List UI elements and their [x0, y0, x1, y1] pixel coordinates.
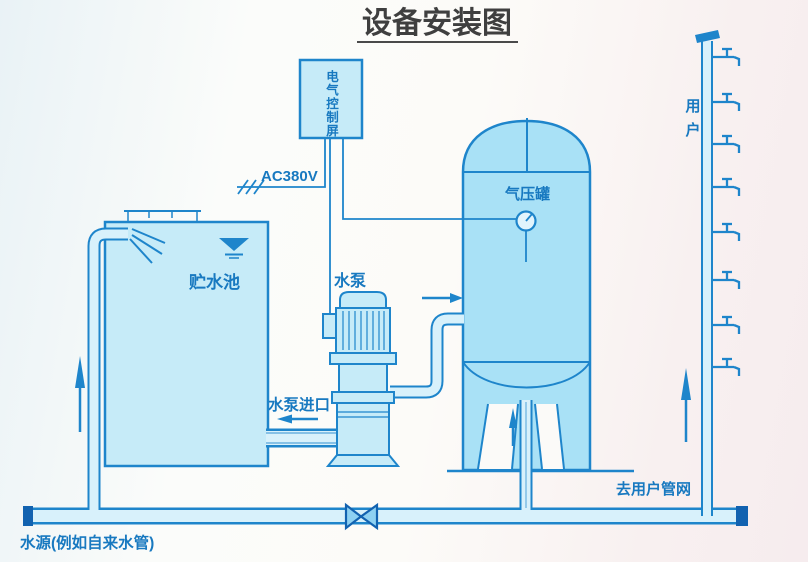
faucet-icon — [711, 47, 741, 68]
water-pump: 水泵 — [322, 271, 401, 467]
motor-terminal-box — [322, 313, 337, 339]
faucet-icon — [711, 222, 741, 243]
flow-arrow-up-tank-icon — [509, 408, 517, 446]
faucet-icon — [711, 270, 741, 291]
pipe-left-cap — [23, 506, 33, 526]
pump-discharge-pipe — [390, 312, 464, 399]
control-panel: 电气控制屏 — [298, 58, 364, 140]
user-faucets — [711, 47, 741, 378]
faucet-icon — [711, 134, 741, 155]
pipe-right-cap — [736, 506, 748, 526]
to-user-network-label: 去用户管网 — [616, 480, 691, 498]
source-to-tank-pipe — [87, 227, 128, 510]
flow-arrow-up-riser-icon — [681, 368, 691, 442]
bottom-main-pipe — [23, 506, 748, 526]
pressure-tank-label: 气压罐 — [504, 185, 550, 203]
pressure-gauge-icon — [515, 210, 537, 262]
faucet-icon — [711, 357, 741, 378]
riser-top-cap — [695, 30, 720, 43]
water-source-label: 水源(例如自来水管) — [20, 533, 154, 552]
pump-inlet-label: 水泵进口 — [268, 395, 330, 414]
control-wiring: AC380V — [237, 138, 516, 314]
pump-inlet-callout: 水泵进口 — [268, 395, 330, 424]
gate-valve-icon — [344, 502, 379, 531]
power-label: AC380V — [261, 168, 318, 185]
motor-fins — [342, 311, 385, 350]
water-level-icon — [219, 238, 249, 259]
faucet-icon — [711, 315, 741, 336]
user-riser-pipe — [695, 30, 720, 516]
pressure-tank: 气压罐 — [461, 118, 592, 472]
three-phase-marks-icon — [237, 179, 265, 195]
spray-icon — [129, 228, 166, 264]
pump-label: 水泵 — [334, 271, 366, 290]
storage-tank: 贮水池 — [103, 210, 270, 468]
pump-suction-pipe — [266, 428, 340, 448]
faucet-icon — [711, 177, 741, 198]
flow-arrow-up-left-icon — [75, 356, 85, 432]
faucet-icon — [711, 92, 741, 113]
flow-arrow-right-icon — [422, 293, 463, 303]
users-label: 用户 — [684, 98, 701, 146]
page-title: 设备安装图 — [362, 6, 512, 40]
storage-tank-label: 贮水池 — [188, 272, 240, 292]
control-panel-label: 电气控制屏 — [324, 69, 339, 138]
